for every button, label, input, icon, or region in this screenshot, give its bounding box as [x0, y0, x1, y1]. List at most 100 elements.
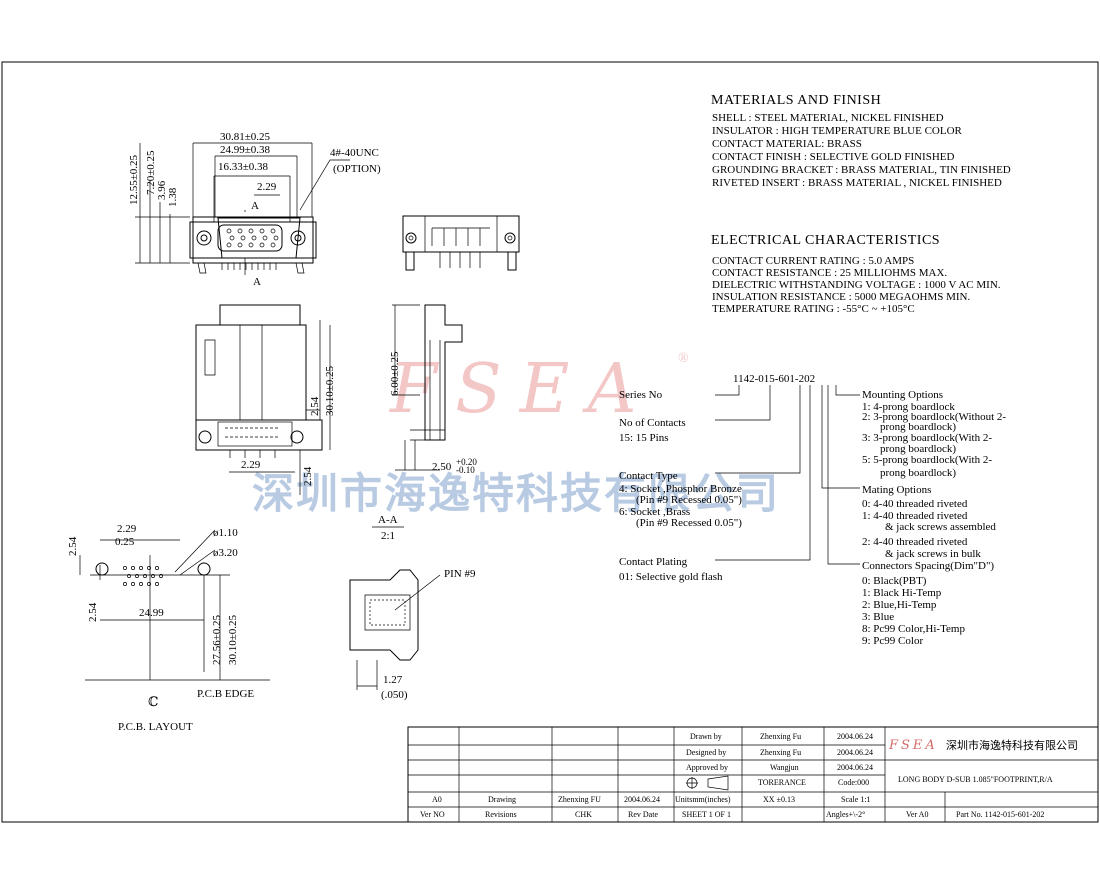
pcb-dim-2-29: 2.29: [117, 523, 137, 535]
tb-approved-date: 2004.06.24: [837, 763, 873, 772]
tb-company: 深圳市海逸特科技有限公司: [946, 738, 1078, 752]
spacing-item: 8: Pc99 Color,Hi-Temp: [862, 623, 965, 635]
dim-30-81: 30.81±0.25: [220, 131, 271, 143]
materials-line: CONTACT MATERIAL: BRASS: [712, 138, 862, 150]
dim-thread: 4#-40UNC: [330, 147, 379, 159]
tb-designed-label: Designed by: [686, 748, 726, 757]
electrical-line: DIELECTRIC WITHSTANDING VOLTAGE : 1000 V…: [712, 279, 1001, 291]
top-view: [135, 142, 350, 275]
dim-24-99: 24.99±0.38: [220, 144, 271, 156]
contacts-label: No of Contacts: [619, 417, 686, 429]
watermark: FSEA ® 深圳市海逸特科技有限公司: [252, 350, 780, 518]
materials-line: CONTACT FINISH : SELECTIVE GOLD FINISHED: [712, 151, 954, 163]
plating-label: Contact Plating: [619, 556, 688, 568]
front-dim-2-54-b: 2.54: [309, 396, 321, 416]
electrical-line: CONTACT CURRENT RATING : 5.0 AMPS: [712, 255, 914, 267]
tb-logo: FSEA: [888, 738, 938, 753]
watermark-logo: FSEA: [388, 350, 655, 429]
tb-part: Part No. 1142-015-601-202: [956, 810, 1044, 819]
front-dim-2-54: 2.54: [302, 466, 314, 486]
tb-rev-drawing: Drawing: [488, 795, 516, 804]
plating-value: 01: Selective gold flash: [619, 571, 723, 583]
materials-lines: SHELL : STEEL MATERIAL, NICKEL FINISHED …: [712, 112, 1011, 189]
ordering-left: Series No No of Contacts 15: 15 Pins Con…: [619, 389, 742, 583]
tb-revisions: Revisions: [485, 810, 517, 819]
tb-ver-no: Ver NO: [420, 810, 445, 819]
pcb-dim-27-56: 27.56±0.25: [211, 614, 223, 665]
dim-16-33: 16.33±0.38: [218, 161, 269, 173]
contact-type-label: Contact Type: [619, 470, 678, 482]
tb-chk: CHK: [575, 810, 592, 819]
tb-drawn-label: Drawn by: [690, 732, 722, 741]
tb-drawn-name: Zhenxing Fu: [760, 732, 801, 741]
spacing-item: 9: Pc99 Color: [862, 635, 923, 647]
front-body-view: [195, 304, 331, 495]
mounting-item: prong boardlock): [880, 467, 956, 479]
watermark-company: 深圳市海逸特科技有限公司: [252, 469, 780, 518]
tb-designed-date: 2004.06.24: [837, 748, 873, 757]
pcb-centerline: ℂ: [148, 694, 158, 709]
dim-option: (OPTION): [333, 163, 381, 175]
dim-3-96: 3.96: [156, 180, 168, 200]
front-dim-2-29: 2.29: [241, 459, 261, 471]
mounting-item: 1: 4-prong boardlock: [862, 401, 955, 413]
pin9-label: PIN #9: [444, 568, 476, 580]
electrical-block: ELECTRICAL CHARACTERISTICS CONTACT CURRE…: [711, 233, 1001, 315]
pcb-dim-2-54: 2.54: [67, 536, 79, 556]
tb-rev-date-label: Rev Date: [628, 810, 658, 819]
front-dim-30-10: 30.10±0.25: [324, 365, 336, 416]
dim-12-55: 12.55±0.25: [128, 154, 140, 205]
spacing-label: Connectors Spacing(Dim"D"): [862, 560, 994, 572]
section-scale: 2:1: [381, 530, 395, 542]
title-block: [407, 726, 1099, 823]
end-view: [402, 215, 520, 271]
side-dim-2-50: 2.50: [432, 461, 452, 473]
contact-type-item: (Pin #9 Recessed 0.05"): [636, 517, 742, 529]
materials-line: RIVETED INSERT : BRASS MATERIAL , NICKEL…: [712, 177, 1002, 189]
mating-item: & jack screws assembled: [885, 521, 996, 533]
pcb-dim-2-54-b: 2.54: [87, 602, 99, 622]
side-dim-tol-m: -0.10: [456, 465, 475, 475]
pitch-mm: 1.27: [383, 674, 403, 686]
tb-rev-date: 2004.06.24: [624, 795, 660, 804]
pcb-dim-0-25: 0.25: [115, 536, 135, 548]
tb-approved-label: Approved by: [686, 763, 728, 772]
spacing-item: 1: Black Hi-Temp: [862, 587, 942, 599]
series-label: Series No: [619, 389, 663, 401]
part-code: 1142-015-601-202: [733, 373, 815, 385]
mounting-item: 2: 3-prong boardlock(Without 2-: [862, 411, 1006, 423]
materials-title: MATERIALS AND FINISH: [711, 93, 881, 108]
tb-designed-name: Zhenxing Fu: [760, 748, 801, 757]
tb-rev-a0: A0: [432, 795, 442, 804]
mounting-item: prong boardlock): [880, 421, 956, 433]
mounting-item: 5: 5-prong boardlock(With 2-: [862, 454, 992, 466]
pcb-layout-label: P.C.B. LAYOUT: [118, 721, 193, 733]
mating-item: 1: 4-40 threaded riveted: [862, 510, 968, 522]
tb-angles: Angles+\-2°: [826, 810, 865, 819]
dim-2-29: 2.29: [257, 181, 277, 193]
dim-1-38: 1.38: [167, 187, 179, 207]
pcb-edge-label: P.C.B EDGE: [197, 688, 254, 700]
section-label-bottom: A: [253, 276, 261, 288]
tb-scale: Scale 1:1: [841, 795, 871, 804]
spacing-item: 0: Black(PBT): [862, 575, 927, 587]
pcb-dim-24-99: 24.99: [139, 607, 164, 619]
tb-drawn-date: 2004.06.24: [837, 732, 873, 741]
mounting-item: 3: 3-prong boardlock(With 2-: [862, 432, 992, 444]
pcb-dim-dia-1-10: ø1.10: [213, 527, 238, 539]
electrical-line: CONTACT RESISTANCE : 25 MILLIOHMS MAX.: [712, 267, 947, 279]
tb-rev-chk-name: Zhenxing FU: [558, 795, 601, 804]
tb-units: Unitsmm(inches): [675, 795, 731, 804]
side-view: [392, 304, 463, 471]
ordering-right: Mounting Options 1: 4-prong boardlock 2:…: [862, 389, 1006, 647]
electrical-line: TEMPERATURE RATING : -55°C ~ +105°C: [712, 303, 915, 315]
contact-type-item: (Pin #9 Recessed 0.05"): [636, 494, 742, 506]
watermark-reg: ®: [678, 351, 689, 366]
pcb-dim-dia-3-20: ø3.20: [213, 547, 238, 559]
tb-sheet: SHEET 1 OF 1: [682, 810, 731, 819]
contact-type-item: 6: Socket ,Brass: [619, 506, 690, 518]
mating-item: 0: 4-40 threaded riveted: [862, 498, 968, 510]
side-dim-6-00: 6.00±0.25: [389, 351, 401, 396]
tb-ver: Ver A0: [906, 810, 928, 819]
mating-label: Mating Options: [862, 484, 931, 496]
